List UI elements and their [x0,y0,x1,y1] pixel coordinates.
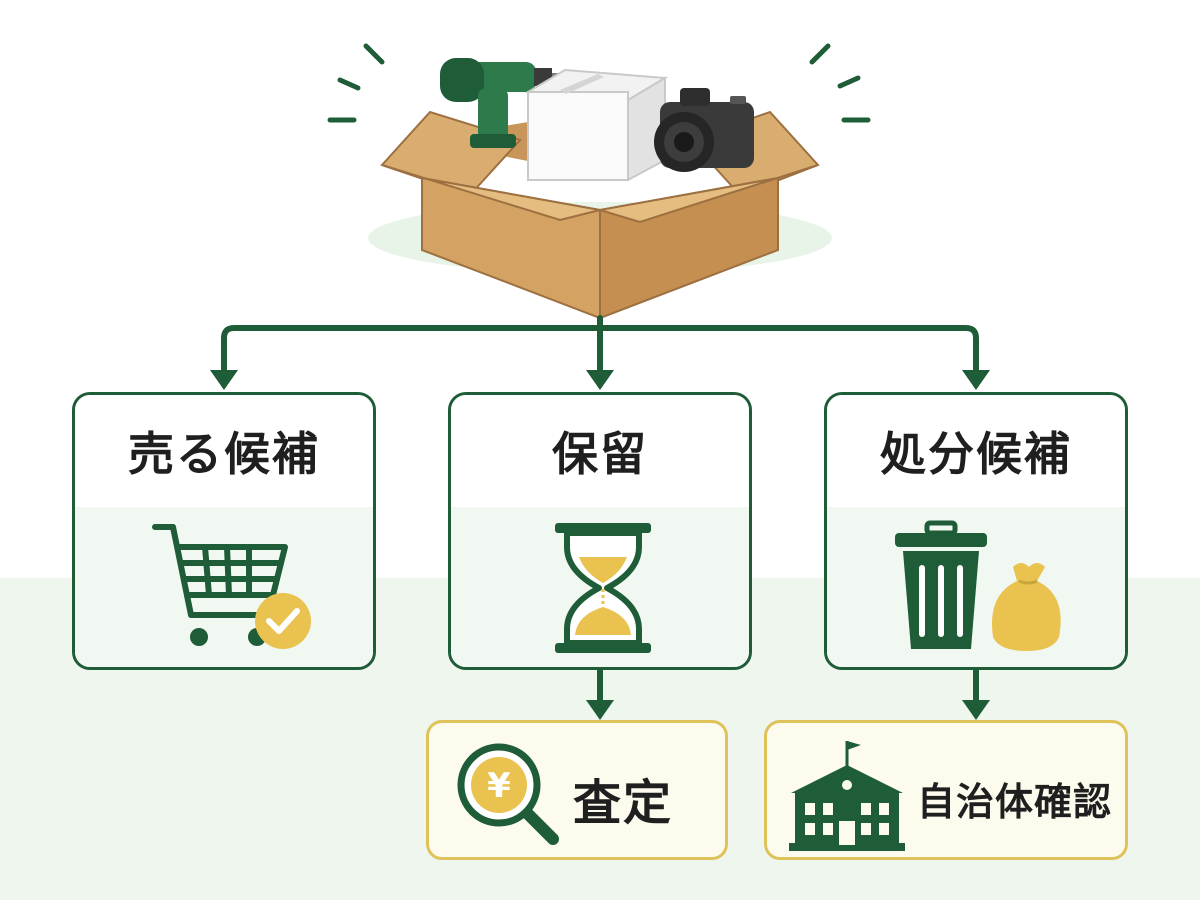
shopping-cart-check-icon [152,524,311,649]
flow-connector [221,315,979,709]
sparkle-icon [327,43,871,123]
branch-card-dispose: 処分候補 [824,392,1128,670]
next-step-appraisal: ¥ 査定 [426,720,728,860]
arrow-down-icon [210,370,990,720]
branch-card-hold: 保留 [448,392,752,670]
trash-can-garbage-bag-icon [895,520,1061,651]
hourglass-icon [555,523,651,653]
next-step-label: 査定 [573,775,674,831]
branch-icon-area [75,507,373,667]
yen-magnifier-icon: ¥ [457,743,559,845]
branch-label: 売る候補 [75,395,373,507]
svg-text:¥: ¥ [487,766,511,806]
branch-label: 保留 [451,395,749,507]
next-step-label: 自治体確認 [917,780,1113,824]
branch-label: 処分候補 [827,395,1125,507]
branch-card-sell: 売る候補 [72,392,376,670]
city-hall-icon [789,741,905,851]
cardboard-box-with-drill-package-camera-icon [380,58,820,320]
next-step-municipality-check: 自治体確認 [764,720,1128,860]
